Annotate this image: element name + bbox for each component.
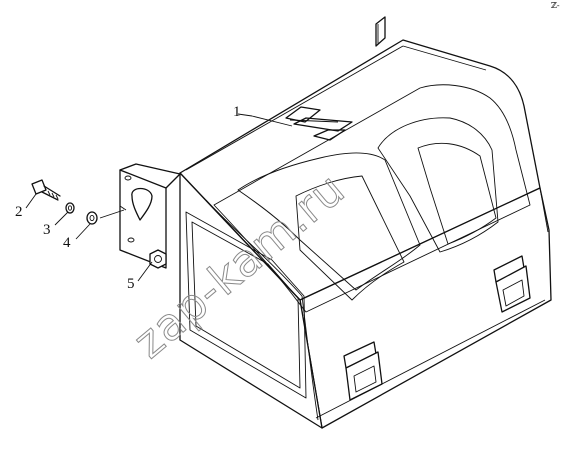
mounting-bracket bbox=[119, 163, 181, 340]
callout-5: 5 bbox=[127, 276, 135, 292]
latch-lower bbox=[343, 341, 383, 401]
callout-1: 1 bbox=[233, 104, 241, 120]
spring-washer bbox=[65, 202, 75, 214]
callout-3: 3 bbox=[43, 222, 51, 238]
callout-2: 2 bbox=[15, 204, 23, 220]
flat-washer bbox=[86, 211, 98, 225]
callout-4: 4 bbox=[63, 235, 71, 251]
latch-upper bbox=[493, 255, 531, 313]
nut bbox=[149, 249, 167, 269]
bolt bbox=[31, 179, 61, 201]
battery-box bbox=[179, 16, 552, 429]
corner-mark: ℤ- bbox=[551, 1, 560, 10]
